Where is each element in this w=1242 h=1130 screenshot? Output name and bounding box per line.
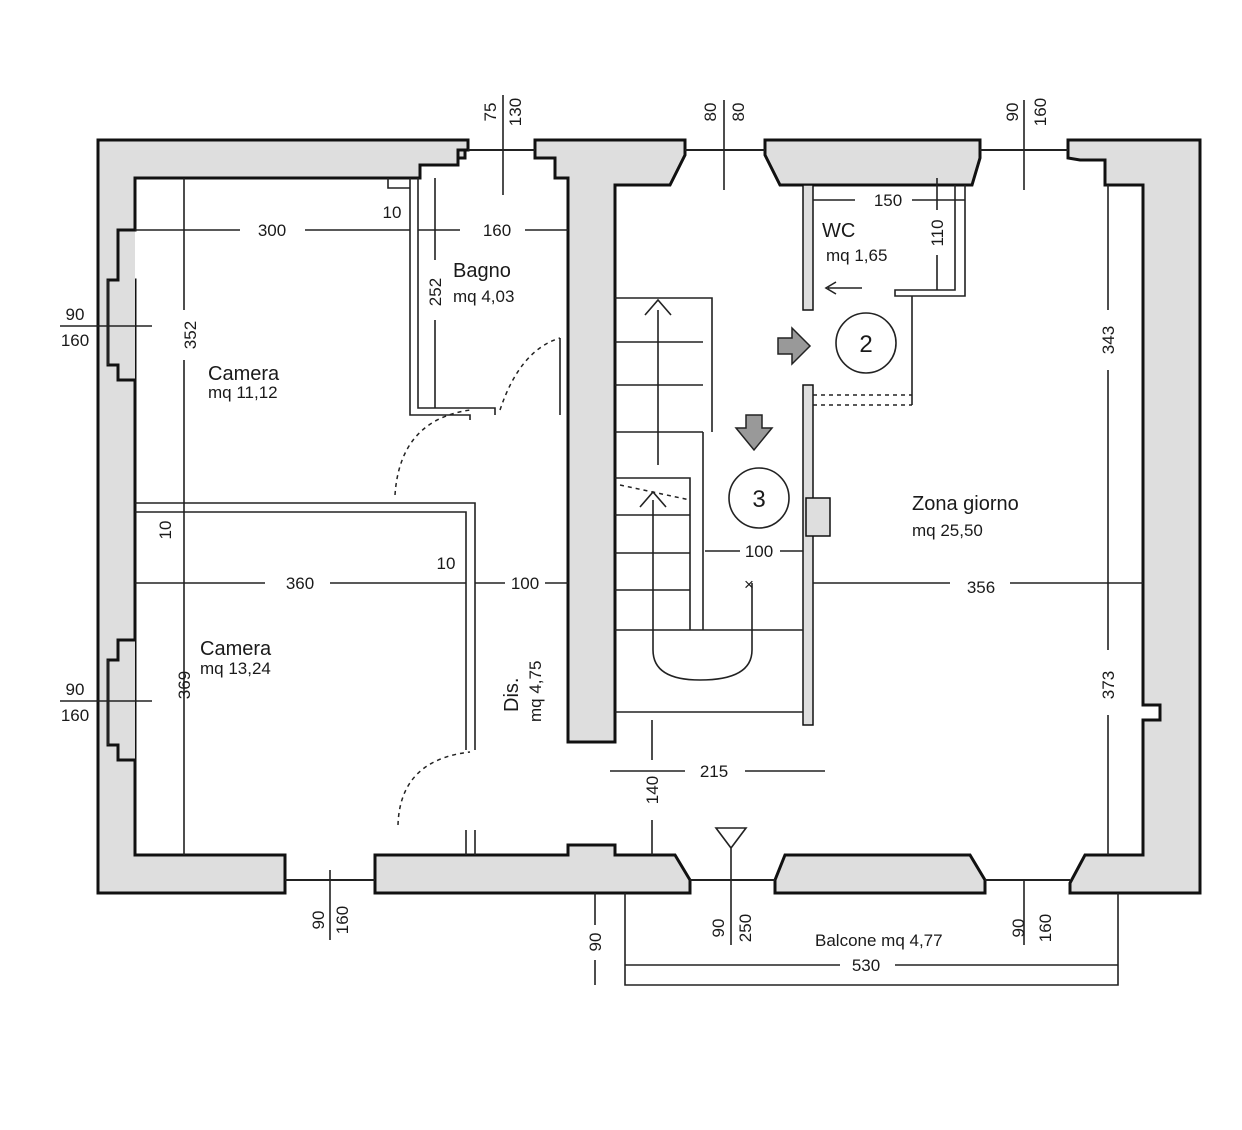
room-zona-giorno-area: mq 25,50 — [912, 521, 983, 540]
dim-343: 343 — [1099, 326, 1118, 354]
dimension-lines — [60, 95, 1143, 986]
exterior-walls — [96, 138, 1202, 895]
marker-3: 3 — [752, 486, 765, 513]
dim-100-dis: 100 — [511, 574, 539, 593]
dim-110: 110 — [928, 219, 947, 246]
window-bagno-height: 130 — [506, 98, 525, 126]
dim-10-door: 10 — [437, 554, 456, 573]
dim-160: 160 — [483, 221, 511, 240]
room-camera-2-area: mq 13,24 — [200, 659, 271, 678]
room-camera-2-name: Camera — [200, 638, 272, 660]
window-zona-top-width: 90 — [1003, 103, 1022, 122]
marker-3-circle — [728, 467, 790, 529]
window-camera-bottom-width: 90 — [309, 911, 328, 930]
room-bagno-name: Bagno — [453, 260, 511, 282]
stair-x-marker: × — [744, 575, 754, 594]
room-zona-giorno-name: Zona giorno — [912, 493, 1019, 515]
window-zona-top-height: 160 — [1031, 98, 1050, 126]
window-stair-width: 80 — [701, 103, 720, 122]
room-dis-name: Dis. — [501, 678, 523, 712]
dim-10-wall: 10 — [156, 521, 175, 540]
marker-2-circle — [835, 312, 897, 374]
window-camera-bottom-height: 160 — [333, 906, 352, 934]
dim-150: 150 — [874, 191, 902, 210]
room-bagno-area: mq 4,03 — [453, 287, 514, 306]
dim-90-balcone: 90 — [586, 933, 605, 952]
room-camera-1-area: mq 11,12 — [208, 383, 278, 402]
dim-530: 530 — [852, 956, 880, 975]
dim-360: 360 — [286, 574, 314, 593]
dim-10-bagno: 10 — [383, 203, 402, 222]
window-bagno-width: 75 — [481, 103, 500, 122]
dim-100-stair: 100 — [745, 542, 773, 561]
balcone-label: Balcone mq 4,77 — [815, 931, 943, 950]
window-left-upper-height: 160 — [61, 331, 89, 350]
room-wc-name: WC — [822, 220, 855, 242]
window-left-lower-width: 90 — [66, 680, 85, 699]
door-entrance-height: 250 — [736, 914, 755, 942]
dim-352: 352 — [181, 321, 200, 349]
dim-369: 369 — [175, 671, 194, 699]
window-left-lower-height: 160 — [61, 706, 89, 725]
window-zona-bottom-height: 160 — [1036, 914, 1055, 942]
window-stair-height: 80 — [729, 103, 748, 122]
dim-252: 252 — [426, 278, 445, 306]
marker-2: 2 — [859, 331, 872, 358]
window-zona-bottom-width: 90 — [1009, 919, 1028, 938]
dim-356: 356 — [967, 578, 995, 597]
room-dis-area: mq 4,75 — [526, 661, 545, 722]
interior-walls — [135, 178, 966, 855]
dim-140: 140 — [643, 776, 662, 804]
down-arrow-icon — [734, 414, 774, 452]
dim-373: 373 — [1099, 671, 1118, 699]
staircase: × — [615, 297, 803, 713]
door-entrance-width: 90 — [709, 919, 728, 938]
entrance-triangle-icon — [714, 827, 748, 880]
room-camera-1-name: Camera — [208, 363, 280, 385]
dim-215: 215 — [700, 762, 728, 781]
room-wc-area: mq 1,65 — [826, 246, 887, 265]
window-left-upper-width: 90 — [66, 305, 85, 324]
entry-arrow-icon — [777, 326, 812, 366]
dim-300: 300 — [258, 221, 286, 240]
